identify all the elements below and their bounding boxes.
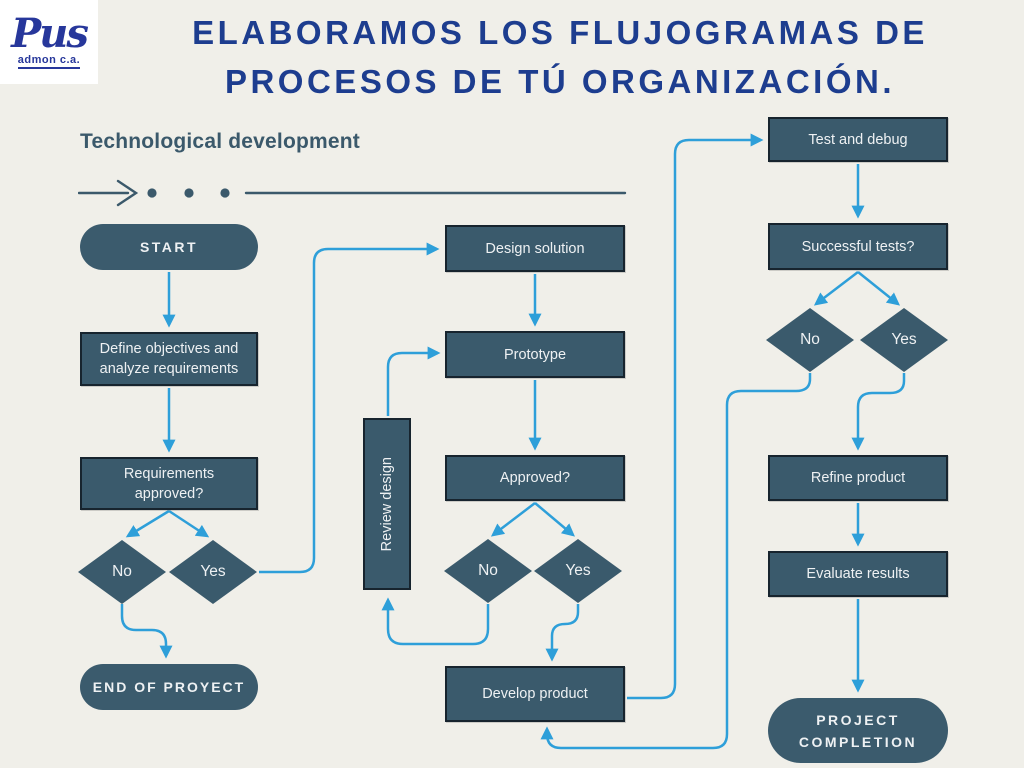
divider-dot-icon [147,188,157,198]
node-prototype: Prototype [445,331,625,378]
node-end-of-proyect: END OF PROYECT [80,664,258,710]
divider-dot-icon [220,188,230,198]
node-review-design: Review design [363,418,411,590]
edge-approved-to-yes [534,502,575,537]
node-project-completion: PROJECT COMPLETION [768,698,948,763]
node-start: START [80,224,258,270]
node-successful-tests: Successful tests? [768,223,948,270]
node-refine-product: Refine product [768,455,948,501]
node-design-solution: Design solution [445,225,625,272]
decorative-divider [78,179,627,207]
logo-brand-text: Pus [11,10,89,57]
node-requirements-approved: Requirements approved? [80,457,258,510]
section-heading: Technological development [80,130,360,153]
edge-review-to-prototype [386,346,441,416]
page-title-line2: PROCESOS DE TÚ ORGANIZACIÓN. [224,63,896,100]
edge-successful-to-no [813,271,859,306]
edge-yes-to-refine [851,373,906,451]
edge-requirements-to-yes [168,509,210,538]
logo-sub-text: admon c.a. [17,53,81,69]
node-approved: Approved? [445,455,625,501]
divider-arrow-head-icon [116,179,139,207]
edge-requirements-to-no [125,509,170,538]
edge-successful-to-yes [857,271,901,306]
edge-no-loop-to-develop [540,373,812,750]
node-test-and-debug: Test and debug [768,117,948,162]
node-define-objectives: Define objectives and analyze requiremen… [80,332,258,386]
node-develop-product: Develop product [445,666,625,722]
page-title: ELABORAMOS LOS FLUJOGRAMAS DE PROCESOS D… [100,8,1020,106]
edge-develop-to-test [627,133,764,700]
edge-yes-to-design [259,242,440,574]
node-review-design-label: Review design [379,456,395,552]
edge-no-to-end [120,604,173,659]
page-title-line1: ELABORAMOS LOS FLUJOGRAMAS DE [192,14,928,51]
divider-dot-icon [184,188,194,198]
edge-yes-to-develop [545,604,580,662]
node-evaluate-results: Evaluate results [768,551,948,597]
company-logo: Pus admon c.a. [0,0,98,84]
edge-no-to-review [381,597,490,646]
edge-approved-to-no [490,502,536,537]
